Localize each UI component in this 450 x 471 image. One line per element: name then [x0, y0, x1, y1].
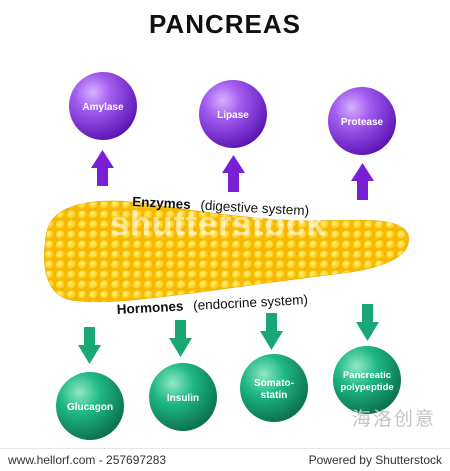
hormone-label-somatostatin-2: statin [261, 390, 288, 401]
enzymes-heading: Enzymes [132, 194, 191, 212]
hormone-bubble-pancreatic-polypeptide: Pancreatic polypeptide [333, 346, 401, 414]
hormone-label-somatostatin-1: Somato- [254, 378, 294, 389]
hormone-arrow-glucagon [78, 327, 101, 364]
pancreas-organ [44, 200, 409, 303]
hormone-arrow-pancreatic-polypeptide [356, 304, 379, 341]
footer-powered-by: Powered by Shutterstock [308, 453, 442, 467]
enzyme-label-lipase: Lipase [217, 110, 249, 121]
footer-bar: www.hellorf.com - 257697283 Powered by S… [0, 448, 450, 471]
hormones-heading: Hormones [116, 299, 183, 317]
hormone-label-pancreatic: Pancreatic [343, 370, 391, 381]
enzyme-bubble-lipase: Lipase [199, 80, 267, 148]
hormone-bubble-glucagon: Glucagon [56, 372, 124, 440]
shutterstock-watermark: shutterstock [110, 205, 327, 243]
enzyme-arrow-amylase [91, 150, 114, 186]
enzymes-note: (digestive system) [200, 198, 309, 219]
enzyme-bubble-amylase: Amylase [69, 72, 137, 140]
hormone-arrow-insulin [169, 320, 192, 357]
hormones-note: (endocrine system) [193, 292, 308, 313]
page-title: PANCREAS [149, 9, 301, 39]
footer-source-link[interactable]: www.hellorf.com - 257697283 [8, 453, 167, 467]
hormone-label-insulin: Insulin [167, 393, 199, 404]
hormone-arrow-somatostatin [260, 313, 283, 350]
hormone-bubble-insulin: Insulin [149, 363, 217, 431]
enzyme-arrow-protease [351, 163, 374, 200]
enzyme-arrow-lipase [222, 155, 245, 192]
hormones-label: Hormones (endocrine system) [116, 292, 308, 317]
hormone-label-glucagon: Glucagon [67, 402, 113, 413]
enzymes-label: Enzymes (digestive system) [132, 194, 310, 218]
enzyme-label-protease: Protease [341, 117, 384, 128]
enzyme-label-amylase: Amylase [82, 102, 124, 113]
hormone-bubble-somatostatin: Somato- statin [240, 354, 308, 422]
hellorf-watermark: 海洛创意 [351, 408, 436, 430]
enzyme-bubble-protease: Protease [328, 87, 396, 155]
hormone-label-polypeptide: polypeptide [340, 382, 393, 393]
